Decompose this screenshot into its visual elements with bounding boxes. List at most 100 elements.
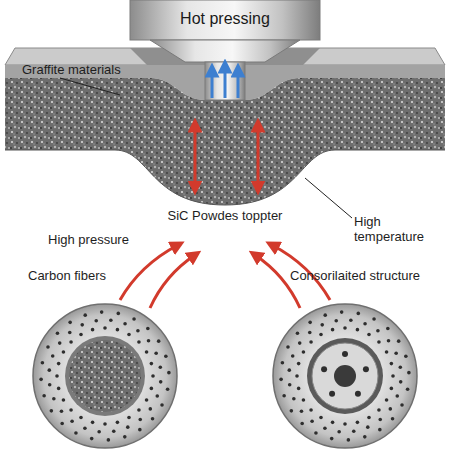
perforation-hole (97, 430, 101, 434)
perforation-hole (136, 329, 140, 333)
perforation-hole (399, 380, 403, 384)
perforation-hole (79, 333, 83, 337)
perforation-hole (48, 368, 52, 372)
perforation-hole (323, 426, 327, 430)
perforation-hole (391, 417, 395, 421)
perforation-hole (123, 435, 127, 439)
perforation-hole (70, 420, 74, 424)
perforation-hole (385, 350, 389, 354)
perforation-hole (83, 426, 87, 430)
perforation-hole (279, 378, 283, 382)
perforation-hole (352, 430, 356, 434)
perforation-hole (91, 421, 95, 425)
perforation-hole (308, 331, 312, 335)
perforation-hole (60, 409, 64, 413)
perforation-hole (331, 328, 335, 332)
perforation-hole (166, 388, 170, 392)
perforation-hole (116, 328, 120, 332)
perforation-hole (157, 339, 161, 343)
perforation-hole (376, 329, 380, 333)
perforation-hole (406, 388, 410, 392)
perforation-hole (399, 365, 403, 369)
perforation-hole (51, 354, 55, 358)
perforation-hole (298, 341, 302, 345)
perforation-hole (167, 371, 171, 375)
perforation-hole (297, 362, 301, 366)
perforation-hole (286, 345, 290, 349)
perforation-hole (400, 403, 404, 407)
perforation-hole (343, 326, 347, 330)
perforation-hole (356, 328, 360, 332)
perforation-hole (138, 418, 142, 422)
part-label: Consorilaited structure (290, 268, 420, 283)
perforation-hole (145, 398, 149, 402)
perforation-hole (363, 435, 367, 439)
perforation-hole (57, 362, 61, 366)
perforation-hole (146, 327, 150, 331)
perforation-hole (127, 333, 131, 337)
part-label: Carbon fibers (28, 268, 106, 283)
perforation-hole (68, 331, 72, 335)
perforation-hole (363, 366, 369, 372)
part-label: High pressure (48, 232, 129, 247)
perforation-hole (357, 312, 361, 316)
perforation-hole (347, 438, 351, 442)
perforation-hole (300, 409, 304, 413)
perforation-hole (150, 362, 154, 366)
perforation-hole (80, 323, 84, 327)
perforation-hole (137, 340, 141, 344)
perforation-hole (109, 319, 113, 323)
perforation-hole (366, 425, 370, 429)
perforation-hole (155, 394, 159, 398)
perforation-hole (160, 403, 164, 407)
perforation-hole (147, 339, 151, 343)
perforation-hole (62, 350, 66, 354)
perforation-hole (94, 319, 98, 323)
perforation-hole (39, 378, 43, 382)
perforation-hole (377, 340, 381, 344)
perforation-hole (349, 319, 353, 323)
perforation-hole (68, 321, 72, 325)
perforation-hole (310, 420, 314, 424)
perforation-hole (69, 408, 73, 412)
perforation-hole (337, 430, 341, 434)
perforation-hole (79, 416, 83, 420)
part-label: SiC Powdes toppter (165, 208, 285, 223)
perforation-hole (395, 394, 399, 398)
perforation-hole (330, 437, 334, 441)
perforation-hole (138, 428, 142, 432)
perforation-hole (309, 408, 313, 412)
perforation-hole (50, 409, 54, 413)
perforation-hole (132, 317, 136, 321)
perforation-hole (90, 437, 94, 441)
perforation-hole (386, 327, 390, 331)
perforation-hole (145, 350, 149, 354)
perforation-hole (391, 374, 395, 378)
perforation-hole (378, 418, 382, 422)
perforation-hole (397, 339, 401, 343)
perforation-hole (60, 422, 64, 426)
perforation-hole (300, 422, 304, 426)
perforation-hole (302, 398, 306, 402)
perforation-hole (404, 354, 408, 358)
perforation-hole (46, 345, 50, 349)
perforation-hole (319, 416, 323, 420)
perforation-hole (389, 407, 393, 411)
title: Hot pressing (130, 10, 320, 28)
perforation-hole (385, 398, 389, 402)
perforation-hole (74, 431, 78, 435)
perforation-hole (340, 310, 344, 314)
perforation-hole (58, 341, 62, 345)
perforation-hole (329, 391, 335, 397)
perforation-hole (288, 383, 292, 387)
perforation-hole (288, 368, 292, 372)
perforation-hole (355, 391, 361, 397)
perforation-hole (151, 417, 155, 421)
perforation-hole (292, 397, 296, 401)
perforation-hole (372, 317, 376, 321)
perforation-hole (91, 328, 95, 332)
perforation-hole (302, 350, 306, 354)
perforation-hole (69, 340, 73, 344)
perforation-hole (164, 354, 168, 358)
perforation-hole (331, 421, 335, 425)
